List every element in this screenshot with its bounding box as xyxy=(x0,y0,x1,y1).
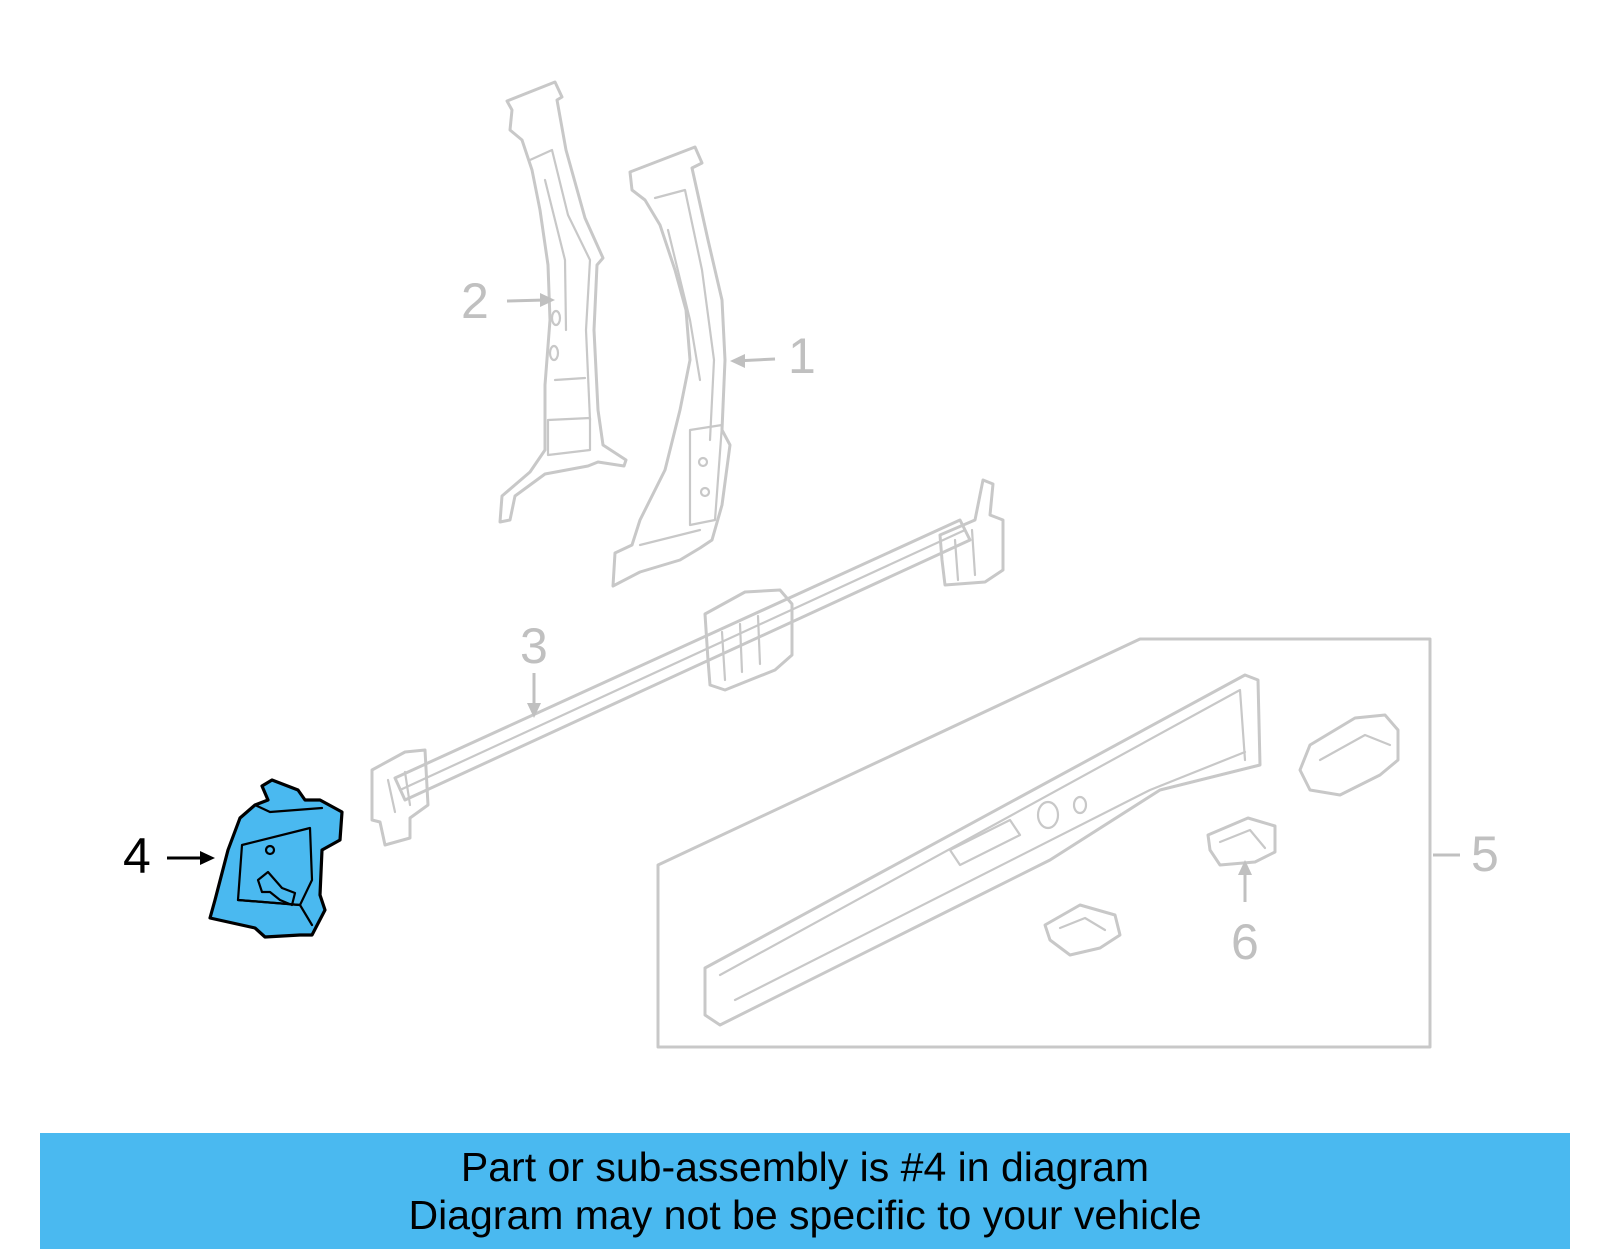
part-1-pillar xyxy=(611,145,732,588)
callout-2: 2 xyxy=(461,273,555,329)
part-6-bracket xyxy=(1206,816,1277,867)
part-2-pillar xyxy=(498,80,628,524)
svg-text:3: 3 xyxy=(520,618,548,674)
callout-5: 5 xyxy=(1433,826,1499,882)
caption-line-2: Diagram may not be specific to your vehi… xyxy=(408,1192,1202,1238)
small-end-cap xyxy=(1298,713,1400,797)
callout-3: 3 xyxy=(520,618,548,718)
callout-4: 4 xyxy=(123,828,215,884)
part-3-crossmember xyxy=(370,478,1005,847)
part-5-rocker-assembly xyxy=(656,637,1432,1049)
caption-line-1: Part or sub-assembly is #4 in diagram xyxy=(460,1144,1150,1190)
caption-banner: Part or sub-assembly is #4 in diagram Di… xyxy=(40,1133,1570,1249)
svg-text:1: 1 xyxy=(788,328,816,384)
callout-6: 6 xyxy=(1231,860,1259,970)
svg-text:2: 2 xyxy=(461,273,489,329)
small-bracket-lower xyxy=(1043,903,1122,957)
svg-text:5: 5 xyxy=(1471,826,1499,882)
svg-text:6: 6 xyxy=(1231,914,1259,970)
svg-text:4: 4 xyxy=(123,828,151,884)
part-4-bracket-highlighted xyxy=(208,778,344,939)
callout-1: 1 xyxy=(730,328,816,384)
